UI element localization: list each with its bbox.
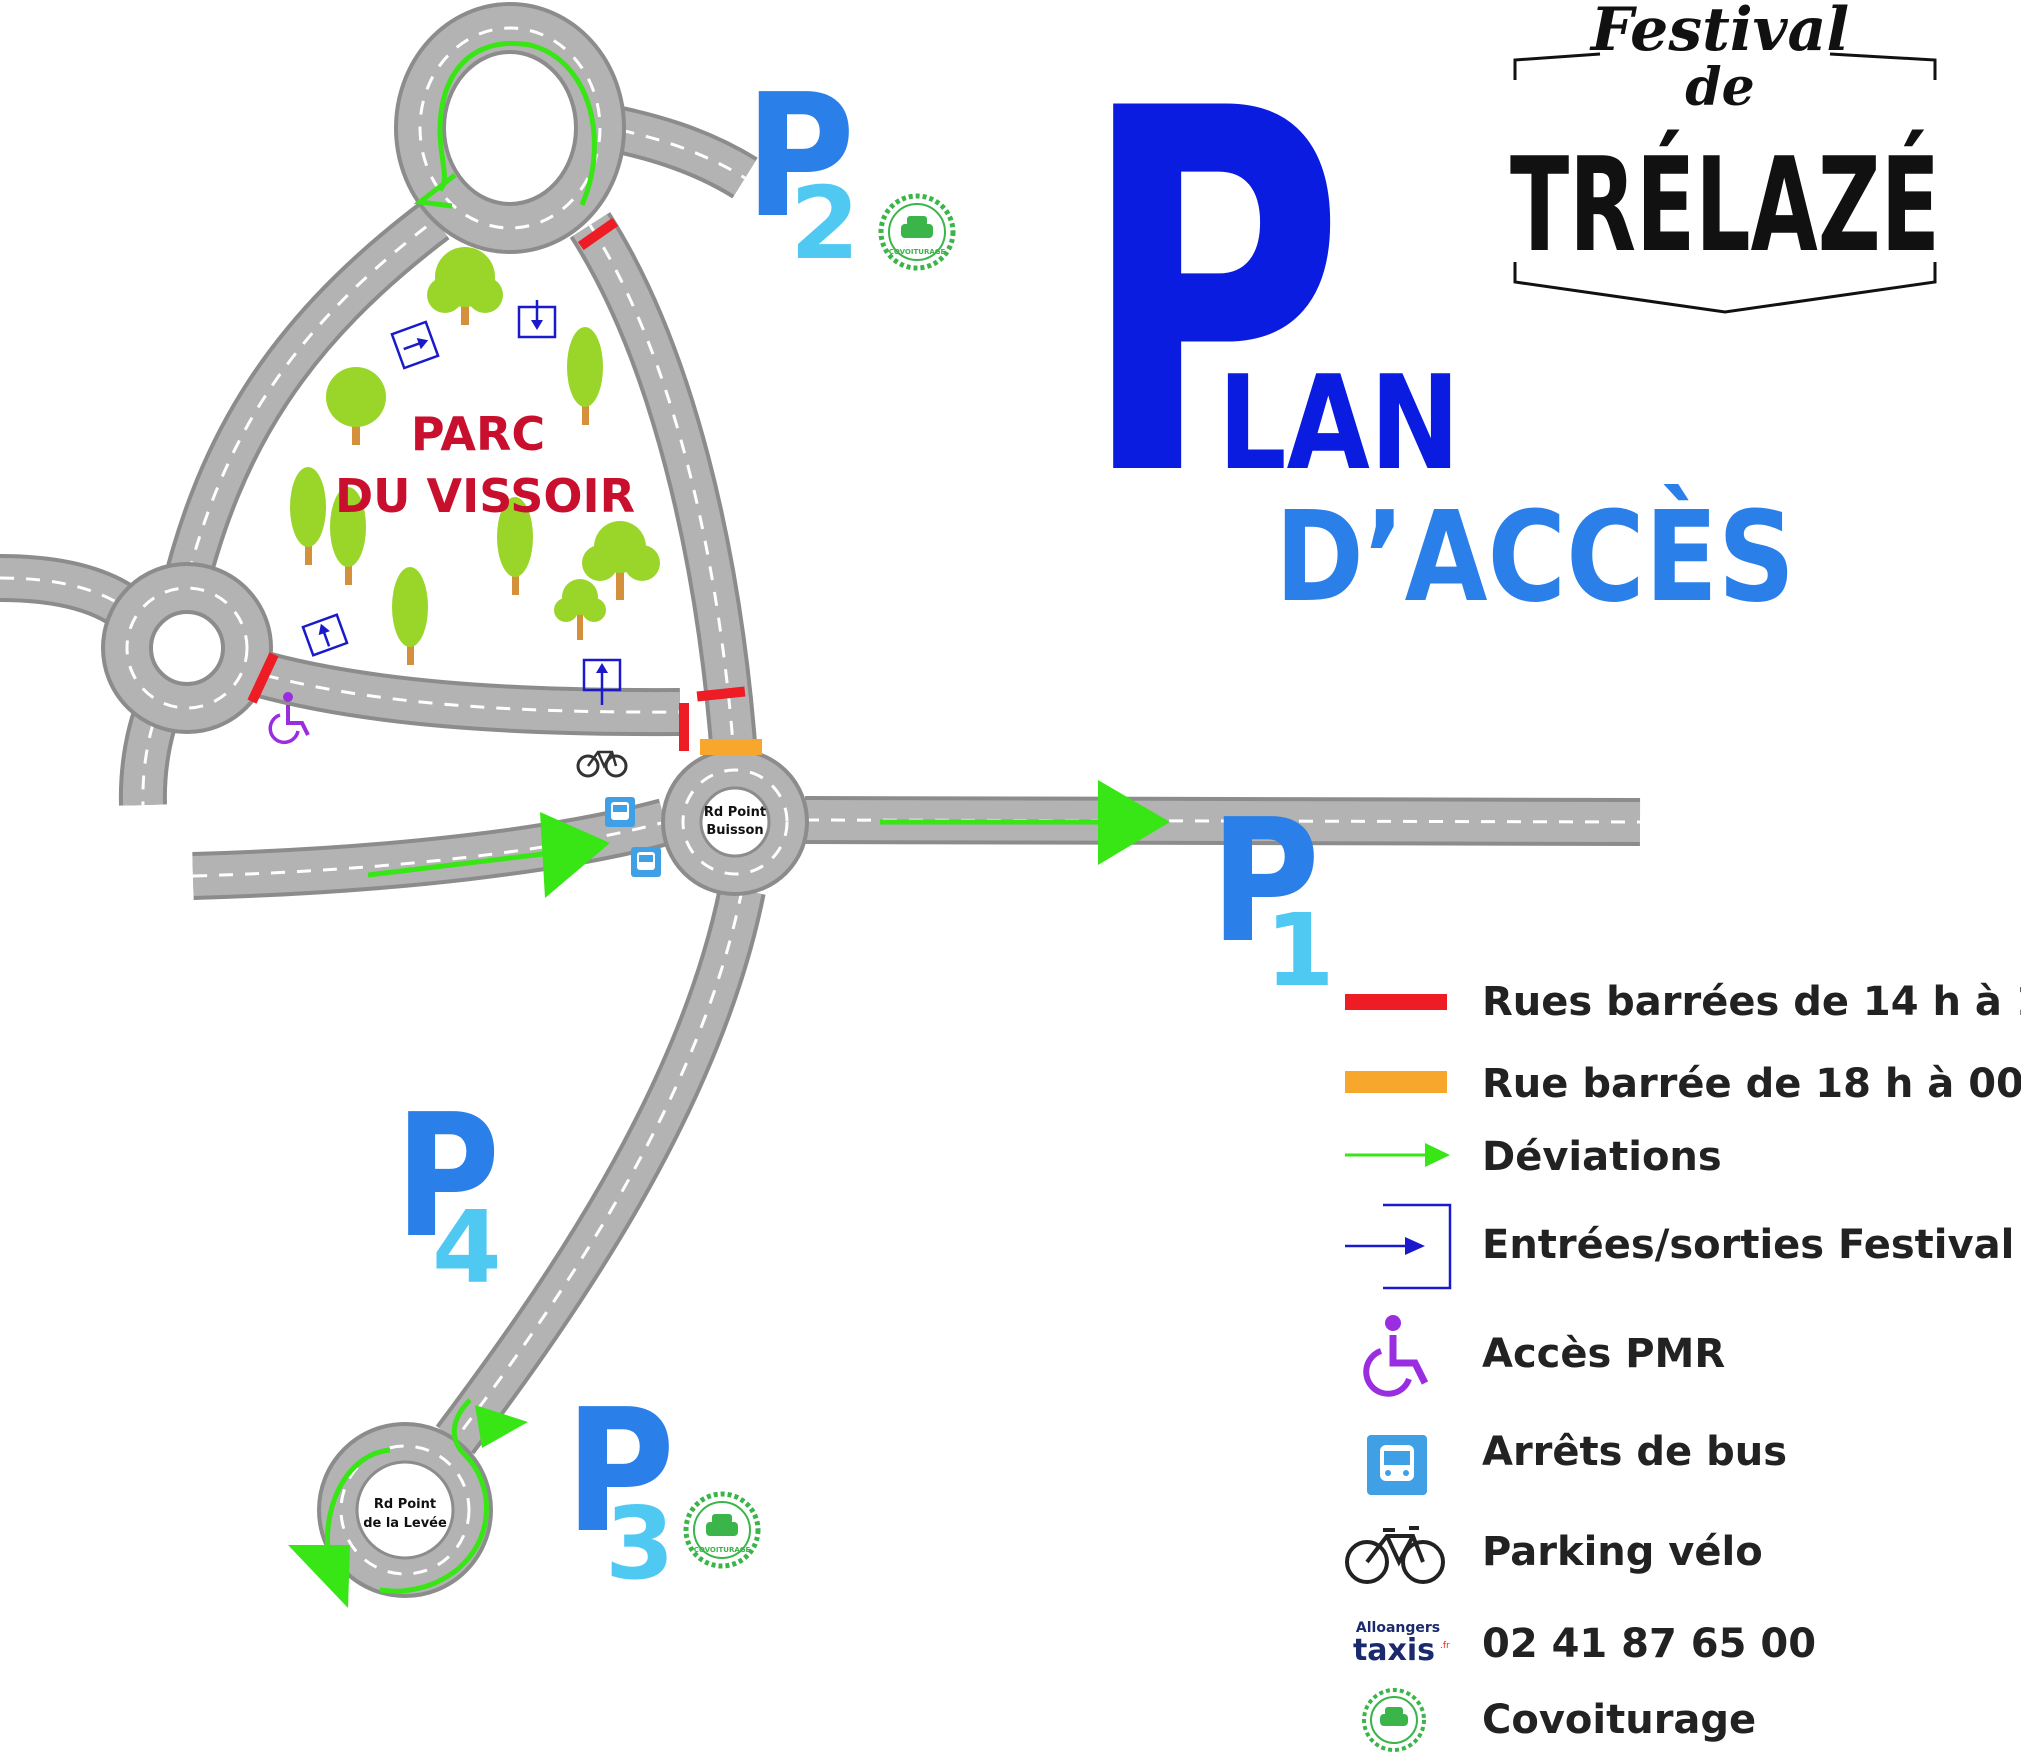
svg-text:Déviations: Déviations xyxy=(1482,1134,1722,1180)
road-closures xyxy=(247,217,762,755)
svg-text:02 41 87 65 00: 02 41 87 65 00 xyxy=(1482,1621,1816,1667)
carpool-icon xyxy=(1362,1688,1426,1752)
legend-item: Déviations xyxy=(1345,1134,1722,1180)
legend-item: Arrêts de bus xyxy=(1367,1429,1787,1495)
roundabout-buisson-label-1: Rd Point xyxy=(704,805,766,820)
closure-red-bar xyxy=(577,217,619,251)
parking-p1: P 1 xyxy=(1210,783,1335,1009)
title-big-p: P xyxy=(1080,4,1345,586)
entrance-icon xyxy=(1345,1203,1452,1290)
svg-text:Accès PMR: Accès PMR xyxy=(1482,1331,1725,1377)
road-network xyxy=(0,2,1641,1598)
legend-item: Covoiturage xyxy=(1362,1688,1756,1752)
legend-item: Alloangers taxis .fr 02 41 87 65 00 xyxy=(1353,1620,1816,1668)
legend-item: Rue barrée de 18 h à 00 h xyxy=(1345,1061,2021,1107)
entrance-icon xyxy=(390,320,440,370)
svg-text:P: P xyxy=(1210,783,1320,981)
park-trees xyxy=(290,247,660,665)
deviation-arrows xyxy=(288,41,1170,1608)
svg-text:1: 1 xyxy=(1265,892,1335,1009)
svg-text:taxis: taxis xyxy=(1353,1633,1435,1668)
svg-text:COVOITURAGE: COVOITURAGE xyxy=(889,248,946,256)
legend-item: Entrées/sorties Festival xyxy=(1345,1203,2014,1290)
bus-stop-icon xyxy=(631,847,661,877)
svg-text:P: P xyxy=(395,1078,500,1276)
closure-red-bar xyxy=(679,703,689,751)
svg-text:2: 2 xyxy=(790,165,860,282)
park-name-line1: PARC xyxy=(411,407,545,461)
svg-text:Covoiturage: Covoiturage xyxy=(1482,1697,1756,1743)
festival-entrances xyxy=(301,300,622,705)
svg-text:3: 3 xyxy=(605,1485,675,1602)
entrance-icon xyxy=(582,658,622,705)
logo-festival: Festival xyxy=(1589,0,1849,65)
wheelchair-icon xyxy=(1363,1315,1429,1397)
legend: Rues barrées de 14 h à 18 h Rue barrée d… xyxy=(1345,979,2021,1752)
bicycle-icon xyxy=(576,750,628,778)
taxi-logo: Alloangers taxis .fr xyxy=(1353,1620,1450,1668)
svg-text:P: P xyxy=(565,1373,675,1571)
title-line1: LAN xyxy=(1218,347,1460,499)
park-name-line2: DU VISSOIR xyxy=(335,469,635,523)
closure-red-bar xyxy=(696,686,746,702)
roundabout-buisson-label-2: Buisson xyxy=(706,823,763,838)
red-bar-swatch xyxy=(1345,994,1447,1010)
svg-text:COVOITURAGE: COVOITURAGE xyxy=(694,1546,751,1554)
parking-p3: P 3 xyxy=(565,1373,675,1602)
wheelchair-icon xyxy=(268,692,310,745)
parking-p2: P 2 xyxy=(745,58,860,282)
page-title: P LAN D’ACCÈS xyxy=(1080,4,1795,630)
legend-item: Accès PMR xyxy=(1363,1315,1725,1397)
roundabout-levee-label-2: de la Levée xyxy=(363,1516,447,1531)
entrance-icon xyxy=(301,613,349,657)
svg-text:Rues barrées de 14 h à 18 h: Rues barrées de 14 h à 18 h xyxy=(1482,979,2021,1025)
svg-text:Alloangers: Alloangers xyxy=(1356,1620,1440,1636)
closure-orange-bar xyxy=(700,739,762,755)
svg-text:Rue barrée de 18 h à 00 h: Rue barrée de 18 h à 00 h xyxy=(1482,1061,2021,1107)
parking-p4: P 4 xyxy=(395,1078,502,1306)
carpool-badge-p2: COVOITURAGE xyxy=(878,193,956,271)
svg-text:P: P xyxy=(745,58,855,256)
svg-text:.fr: .fr xyxy=(1440,1641,1450,1651)
svg-text:4: 4 xyxy=(432,1189,502,1306)
carpool-badge-p3: COVOITURAGE xyxy=(683,1491,761,1569)
bicycle-icon xyxy=(1345,1526,1445,1584)
bus-stop-icon xyxy=(605,797,635,827)
title-line2: D’ACCÈS xyxy=(1275,484,1795,630)
svg-text:Entrées/sorties Festival: Entrées/sorties Festival xyxy=(1482,1222,2014,1268)
closure-red-bar xyxy=(247,652,279,704)
green-arrow-icon xyxy=(1345,1143,1450,1167)
logo-de: de xyxy=(1685,57,1754,118)
svg-text:Arrêts de bus: Arrêts de bus xyxy=(1482,1429,1787,1475)
logo-trelaze: TRÉLAZÉ xyxy=(1510,129,1940,281)
roundabout-levee-label-1: Rd Point xyxy=(374,1497,436,1512)
bus-icon xyxy=(1367,1435,1427,1495)
legend-item: Rues barrées de 14 h à 18 h xyxy=(1345,979,2021,1025)
svg-text:Parking vélo: Parking vélo xyxy=(1482,1529,1763,1575)
orange-bar-swatch xyxy=(1345,1071,1447,1093)
entrance-icon xyxy=(517,300,557,339)
festival-logo: Festival de TRÉLAZÉ xyxy=(1510,0,1940,314)
legend-item: Parking vélo xyxy=(1345,1526,1763,1584)
